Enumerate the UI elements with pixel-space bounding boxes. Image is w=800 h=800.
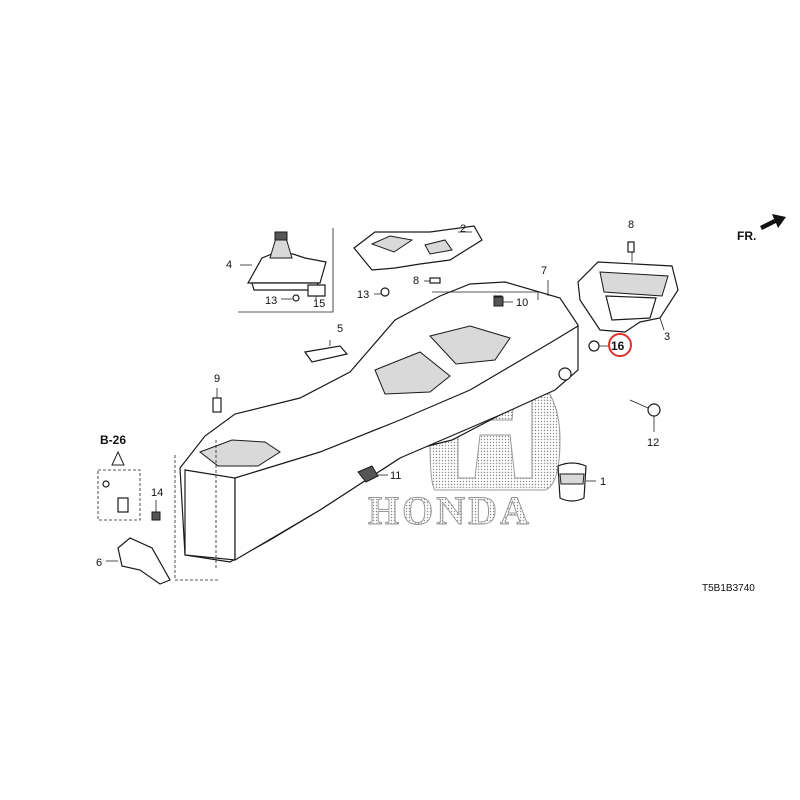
callout-12: 12: [647, 437, 659, 449]
callout-9: 9: [214, 373, 220, 385]
cup-holder-bracket: [577, 241, 679, 333]
callout-13-boxed: 13: [265, 295, 277, 307]
honda-watermark-text: HONDA: [368, 488, 532, 533]
clip-part-5: [303, 340, 349, 363]
highlight-circle: [608, 333, 632, 357]
callout-1: 1: [600, 476, 606, 488]
callout-6: 6: [96, 557, 102, 569]
callout-5: 5: [337, 323, 343, 335]
clip-part-14: [151, 500, 161, 521]
shift-trim-panel: [353, 225, 483, 271]
callout-8-mid: 8: [413, 275, 419, 287]
bolt-part-9: [212, 388, 222, 413]
callout-16-highlight[interactable]: 16: [608, 333, 632, 357]
bracket-part-6: [106, 537, 171, 585]
center-console-body: [179, 281, 579, 563]
nut-part-16: [588, 340, 608, 352]
b-26-reference-group: [97, 450, 141, 521]
callout-16: 16: [611, 339, 625, 353]
diagram-code: T5B1B3740: [702, 583, 755, 594]
callout-15: 15: [313, 298, 325, 310]
callout-11: 11: [390, 470, 401, 482]
callout-4: 4: [226, 259, 232, 271]
cup-insert-part-1: [557, 462, 596, 502]
front-label: FR.: [737, 229, 756, 243]
callout-8-top: 8: [628, 219, 634, 231]
grommet-part-11: [357, 465, 388, 483]
shift-boot-group: [238, 228, 334, 313]
b-26-label: B-26: [100, 433, 126, 447]
clip-part-10: [493, 296, 513, 307]
callout-10: 10: [516, 297, 528, 309]
callout-2: 2: [460, 223, 466, 235]
screw-13-top: [374, 287, 390, 297]
callout-13-top: 13: [357, 289, 369, 301]
callout-7: 7: [541, 265, 547, 277]
callout-3: 3: [664, 331, 670, 343]
bolt-part-12: [629, 399, 661, 432]
callout-14: 14: [151, 487, 163, 499]
screw-8-mid: [424, 277, 441, 284]
front-arrow-icon: [760, 214, 786, 230]
up-arrow-icon: [111, 450, 125, 466]
front-direction-indicator: FR.: [737, 214, 786, 243]
